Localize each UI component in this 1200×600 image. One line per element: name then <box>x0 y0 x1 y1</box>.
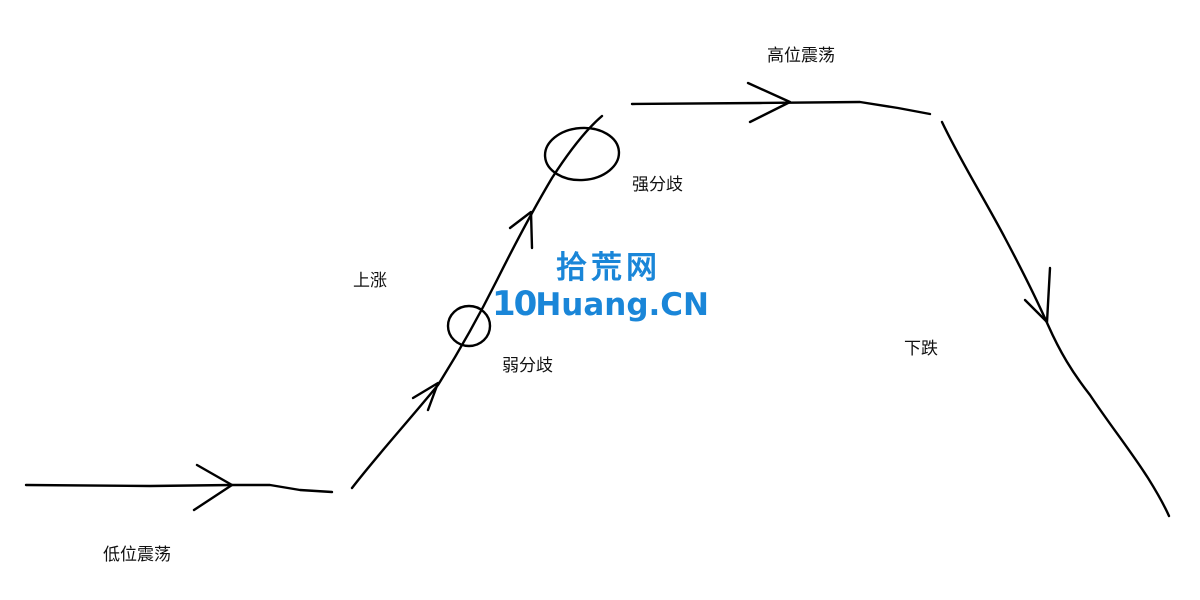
high-oscillation-line <box>630 100 932 116</box>
watermark-logo: 10Huang.CN <box>492 285 709 324</box>
rise-line <box>350 114 604 490</box>
low-oscillation-arrowhead <box>192 463 234 512</box>
watermark-number: 10 <box>492 284 537 324</box>
rise-arrowhead-lower <box>411 381 440 412</box>
rise-label: 上涨 <box>353 271 387 291</box>
low-oscillation-line <box>24 483 334 494</box>
high-oscillation-label: 高位震荡 <box>767 46 835 66</box>
weak-divergence-label: 弱分歧 <box>502 356 553 376</box>
strong-divergence-circle <box>543 126 621 182</box>
low-oscillation-label: 低位震荡 <box>103 545 171 565</box>
watermark-chinese: 拾荒网 <box>556 250 661 286</box>
fall-arrowhead <box>1023 266 1052 324</box>
weak-divergence-circle <box>446 304 492 348</box>
fall-line <box>940 120 1171 518</box>
strong-divergence-label: 强分歧 <box>632 175 683 195</box>
high-oscillation-arrowhead <box>746 81 792 124</box>
fall-label: 下跌 <box>904 339 938 359</box>
watermark-domain: Huang.CN <box>535 287 709 323</box>
rise-arrowhead-upper <box>508 210 534 250</box>
